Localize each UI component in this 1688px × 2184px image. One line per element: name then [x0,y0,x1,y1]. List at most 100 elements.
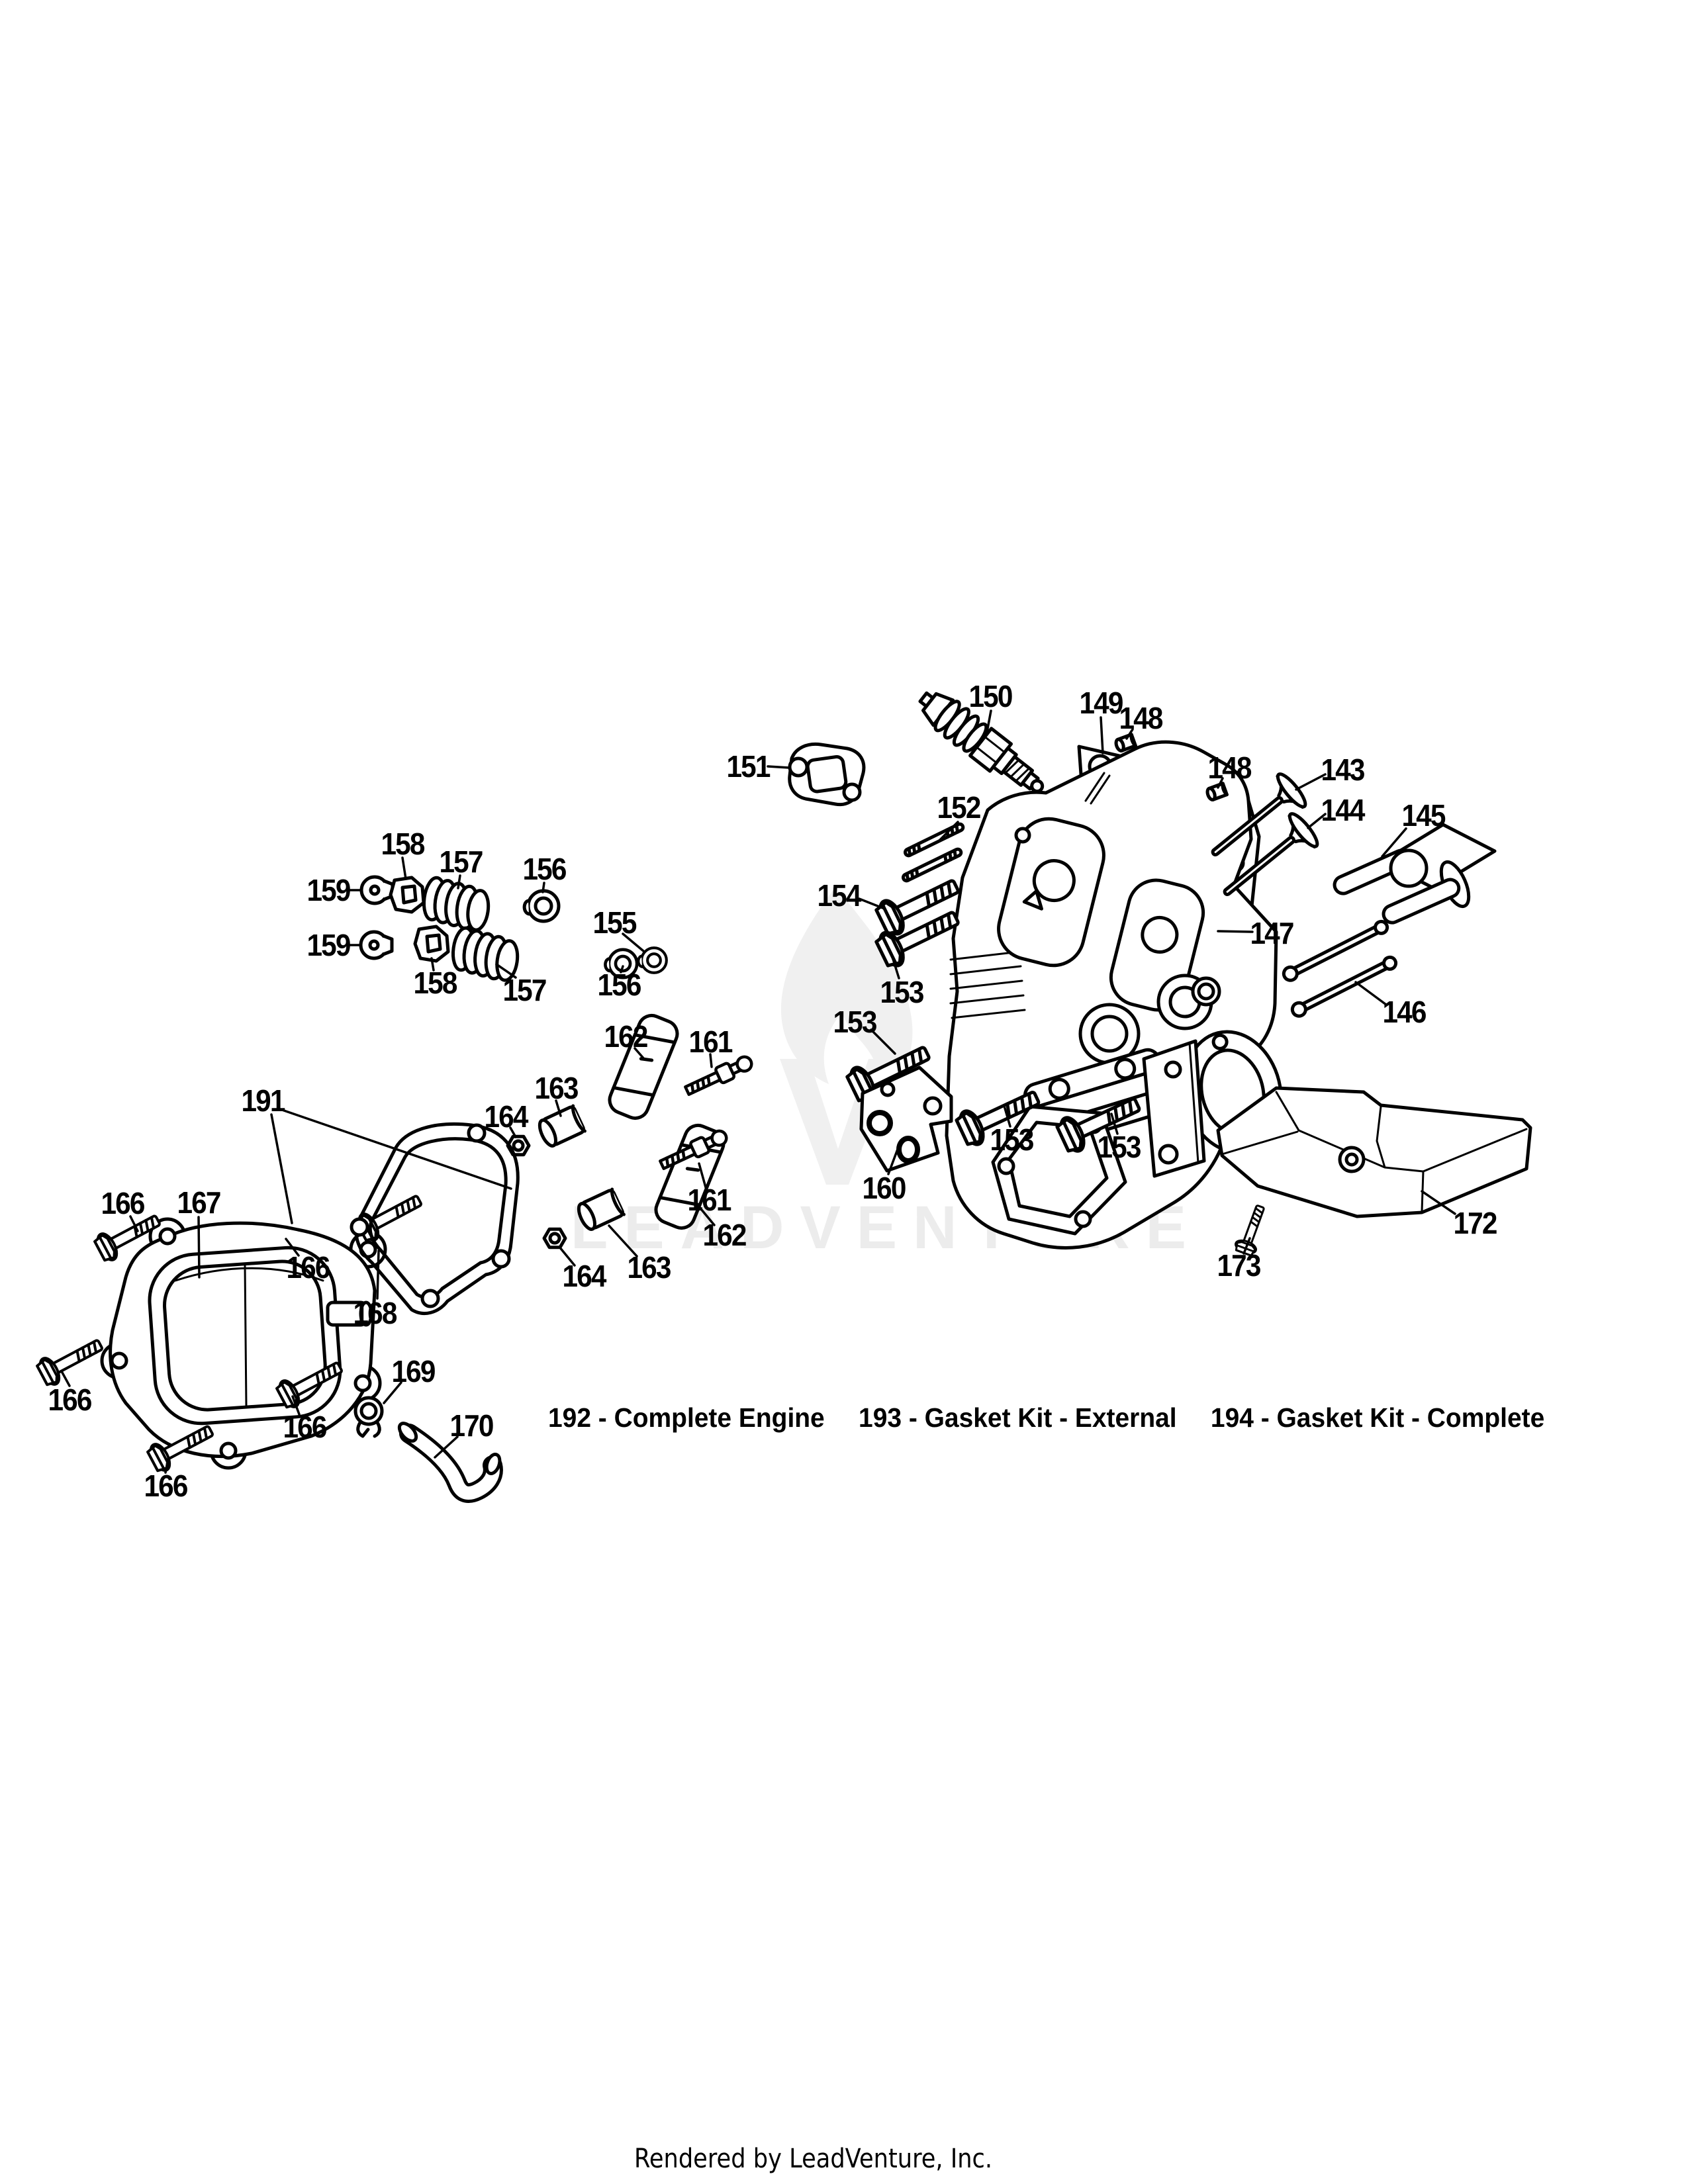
leader-line [60,1370,71,1387]
kit-note-complete-engine: 192 - Complete Engine [548,1402,825,1433]
leader-line [1100,716,1104,754]
part-callout-166: 166 [101,1186,145,1220]
heat-shield-drawing [1142,1039,1532,1218]
leader-line [376,1250,380,1300]
part-callout-153: 153 [990,1122,1034,1157]
part-callout-159: 159 [306,928,351,962]
leader-line [1421,1190,1456,1215]
stud-drawings [902,823,964,882]
leader-line [129,1215,139,1232]
leader-line [870,1028,896,1055]
leader-line [1381,827,1407,858]
part-callout-143: 143 [1321,752,1365,787]
part-callout-148: 148 [1119,701,1163,735]
part-callout-161: 161 [688,1024,733,1059]
leader-line [291,1395,301,1416]
push-rod-drawings [1282,919,1398,1018]
rocker-bushing-drawings [536,1106,624,1232]
leader-line [620,965,624,974]
valve-cover-drawing [100,1217,387,1470]
part-callout-167: 167 [177,1185,221,1220]
part-callout-170: 170 [449,1408,494,1443]
leader-line [937,821,959,843]
leader-line [1307,813,1327,829]
leader-line [270,1113,293,1224]
part-callout-153: 153 [833,1005,877,1039]
part-callout-172: 172 [1453,1206,1497,1240]
part-callout-148: 148 [1207,751,1252,785]
part-callout-169: 169 [391,1354,436,1388]
leader-line [430,957,435,972]
leader-line [709,1053,713,1068]
leader-line [698,1162,707,1189]
spark-plug-drawing [918,691,1045,794]
part-callout-191: 191 [241,1083,285,1118]
valve-cover-gasket-drawing [350,1122,520,1316]
part-callout-166: 166 [283,1410,327,1444]
part-callout-153: 153 [1097,1130,1141,1164]
part-callout-173: 173 [1217,1248,1261,1283]
leader-line [1003,1105,1011,1128]
leader-line [495,963,517,979]
part-callout-156: 156 [597,968,641,1002]
leader-line [434,1435,459,1459]
part-callout-164: 164 [562,1259,606,1293]
kit-note-row: 192 - Complete Engine 193 - Gasket Kit -… [548,1404,1544,1432]
leader-line [858,897,886,910]
breather-clamp-drawing [353,1396,384,1438]
leader-line [555,1099,562,1117]
part-callout-157: 157 [502,973,547,1007]
part-callout-159: 159 [306,873,351,907]
part-callout-155: 155 [592,905,637,940]
part-callout-144: 144 [1321,793,1365,827]
leader-line [1354,981,1387,1006]
leader-line [1125,728,1134,740]
part-callout-157: 157 [439,844,483,879]
leader-line [986,709,992,733]
part-callout-146: 146 [1382,995,1427,1029]
part-callout-164: 164 [484,1099,528,1134]
part-callout-163: 163 [627,1250,671,1285]
leader-line [285,1238,300,1257]
leader-line [164,1457,169,1474]
part-callout-149: 149 [1079,686,1123,720]
part-callout-156: 156 [522,852,567,886]
rocker-pivot-drawings [659,1054,755,1173]
guide-plate-drawing [859,1066,953,1173]
part-callout-166: 166 [286,1250,330,1285]
leader-line [509,1126,517,1138]
leader-lines [60,709,1456,1474]
part-callout-168: 168 [353,1296,397,1330]
leader-line [383,1381,402,1404]
valve-cap-drawings [361,877,393,958]
part-callout-152: 152 [937,790,981,825]
leader-line [401,856,407,880]
leader-line [608,1224,638,1257]
leader-line [558,1246,576,1267]
leader-line [887,1139,902,1175]
rocker-assembly-drawing [1333,823,1497,925]
kit-note-gasket-kit-complete: 194 - Gasket Kit - Complete [1210,1402,1545,1433]
leader-line [767,765,790,769]
leader-line [1243,1237,1251,1255]
leader-line [633,1047,645,1060]
part-callout-166: 166 [48,1383,92,1417]
part-callout-153: 153 [880,975,924,1009]
leader-line [541,882,545,893]
footer-credit: Rendered by LeadVenture, Inc. [634,2144,993,2174]
part-callout-145: 145 [1401,798,1446,833]
leader-line [892,958,900,979]
part-callout-158: 158 [413,966,457,1000]
leader-line [1110,1113,1119,1135]
exhaust-gasket-drawing [788,742,866,807]
part-callout-147: 147 [1250,916,1294,950]
part-callout-166: 166 [144,1469,188,1503]
leader-line [1295,773,1327,791]
part-callout-154: 154 [817,878,861,913]
part-callout-160: 160 [862,1171,906,1205]
breather-tube-drawing [397,1422,503,1503]
part-callout-158: 158 [381,827,425,861]
part-callout-162: 162 [604,1019,648,1054]
